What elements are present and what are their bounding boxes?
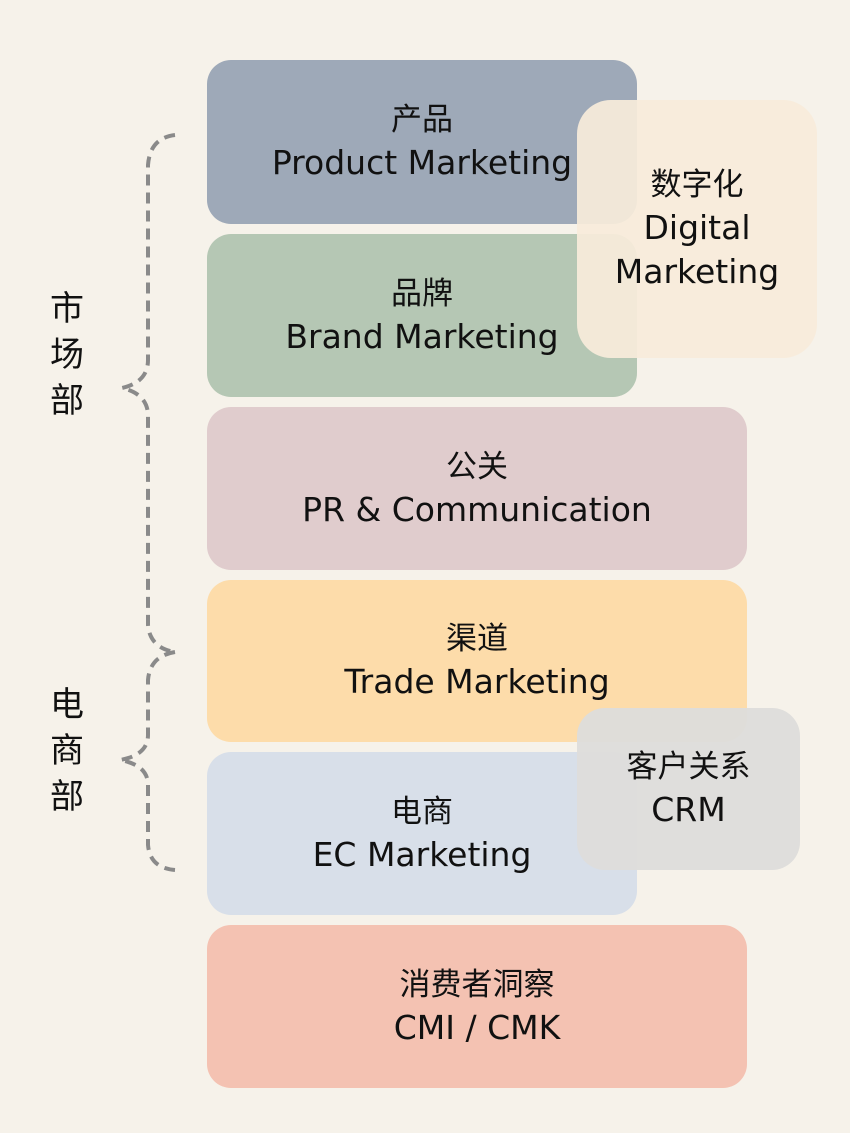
- ec-marketing-box: 电商 EC Marketing: [207, 752, 637, 915]
- crm-overlay: 客户关系 CRM: [577, 708, 800, 870]
- digital-marketing-overlay: 数字化 Digital Marketing: [577, 100, 817, 358]
- brand-marketing-box: 品牌 Brand Marketing: [207, 234, 637, 397]
- marketing-dept-label: 市 场 部: [50, 289, 84, 421]
- product-marketing-box: 产品 Product Marketing: [207, 60, 637, 224]
- marketing-dept-brace: [121, 133, 176, 654]
- pr-communication-box: 公关 PR & Communication: [207, 407, 747, 570]
- department-braces: [119, 133, 176, 872]
- ec-dept-brace: [119, 650, 176, 872]
- consumer-insight-box: 消费者洞察 CMI / CMK: [207, 925, 747, 1088]
- ec-dept-label: 电 商 部: [50, 685, 84, 817]
- trade-marketing-box: 渠道 Trade Marketing: [207, 580, 747, 742]
